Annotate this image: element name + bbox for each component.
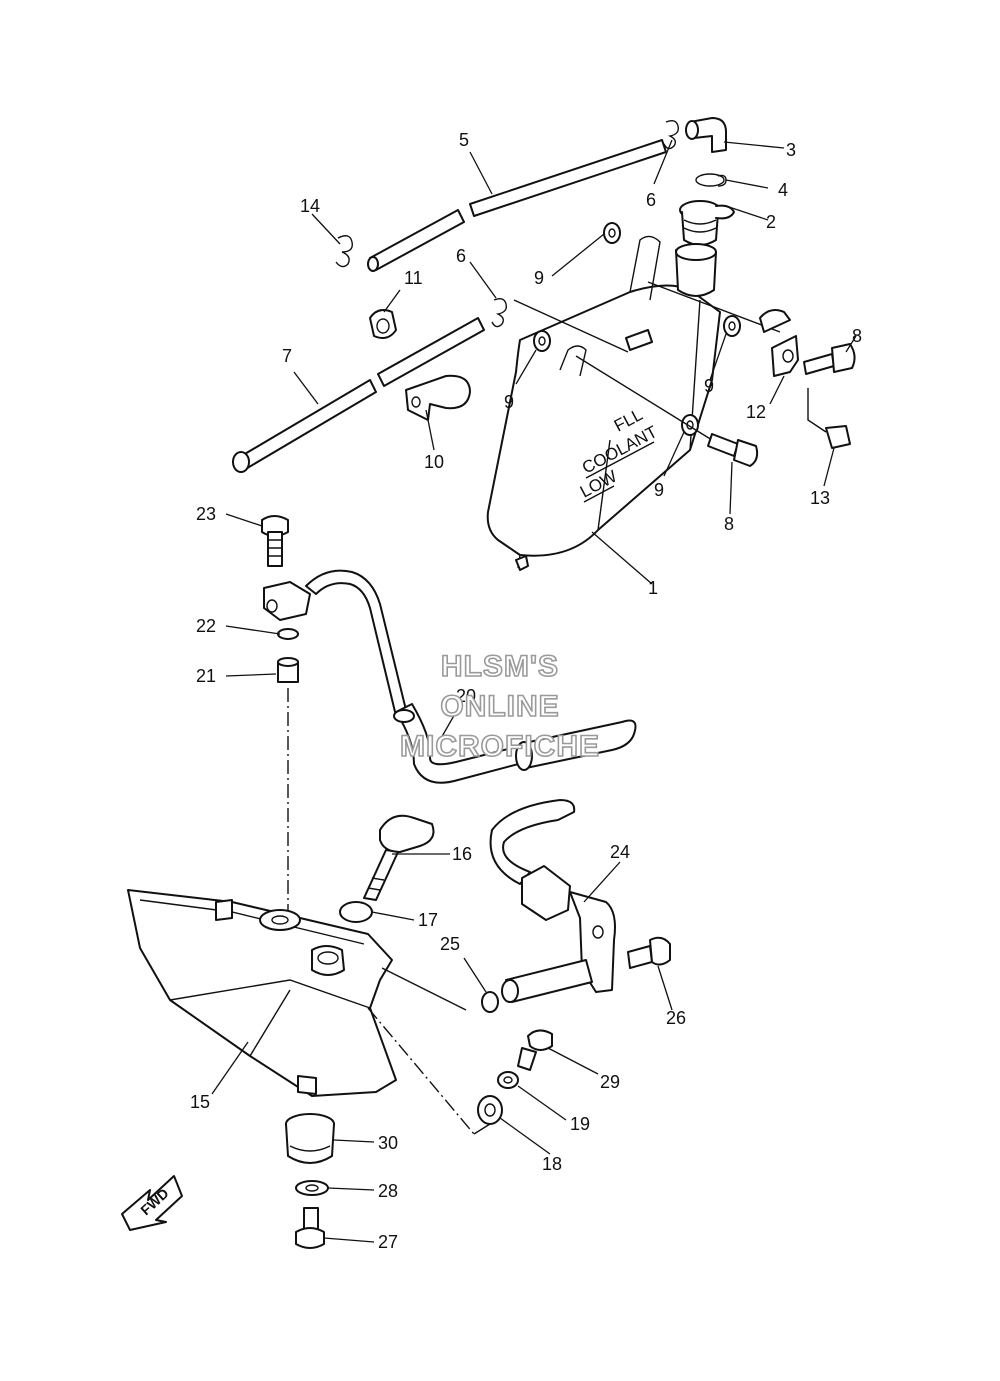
part-1-reservoir: FLL COOLANT LOW (486, 235, 721, 571)
guide-line-18 (473, 1123, 491, 1135)
part-12-bracket (759, 309, 799, 377)
callout-14: 14 (300, 196, 320, 216)
part-29-bolt (517, 1029, 553, 1071)
callout-24: 24 (610, 842, 630, 862)
watermark: HLSM'S ONLINE MICROFICHE (399, 649, 600, 764)
callout-22: 22 (196, 616, 216, 636)
part-10-holder (405, 374, 471, 421)
callout-8-right: 8 (852, 326, 862, 346)
callout-2: 2 (766, 212, 776, 232)
part-26-bolt (627, 936, 671, 969)
part-27-bolt (295, 1207, 325, 1249)
guide-line-25 (381, 967, 467, 1011)
part-5-hose (367, 139, 667, 272)
callout-4: 4 (778, 180, 788, 200)
callout-21: 21 (196, 666, 216, 686)
callout-18: 18 (542, 1154, 562, 1174)
pipe-end-block (263, 581, 311, 621)
watermark-line-3: MICROFICHE (400, 730, 600, 763)
callout-3: 3 (786, 140, 796, 160)
watermark-line-1: HLSM'S (441, 650, 559, 683)
guide-line-1 (647, 281, 781, 333)
part-24-pipe (489, 799, 616, 1003)
part-3-elbow (685, 117, 727, 153)
part-9-washer-a (603, 222, 621, 244)
centerline-18 (367, 1007, 475, 1135)
callout-25: 25 (440, 934, 460, 954)
part-6-clamp-lower (491, 297, 508, 328)
callout-29: 29 (600, 1072, 620, 1092)
part-11-clamp (369, 309, 397, 339)
part-19-collar (497, 1071, 519, 1089)
callout-28: 28 (378, 1181, 398, 1201)
callout-9-b: 9 (504, 392, 514, 412)
tank-hose-fitting (625, 329, 653, 351)
part-4-clamp (695, 173, 727, 187)
callout-7: 7 (282, 346, 292, 366)
watermark-line-2: ONLINE (440, 690, 559, 723)
callout-12: 12 (746, 402, 766, 422)
callout-16: 16 (452, 844, 472, 864)
guide-line-2 (575, 355, 713, 441)
callout-11: 11 (404, 268, 423, 288)
callout-labels: 1 2 3 4 5 6 6 7 8 8 9 9 9 9 10 11 12 13 … (190, 130, 862, 1252)
part-8-bolt-right (803, 343, 856, 375)
callout-6-lower: 6 (456, 246, 466, 266)
part-28-washer (295, 1180, 329, 1196)
part-13-clip (807, 388, 851, 449)
callout-9-c: 9 (704, 376, 714, 396)
callout-13: 13 (810, 488, 830, 508)
part-23-bolt (261, 515, 289, 567)
callout-1: 1 (648, 578, 658, 598)
callout-20: 20 (456, 686, 476, 706)
part-8-bolt-lower (707, 433, 759, 467)
part-20-pipe (305, 569, 637, 784)
part-6-clamp-upper (663, 119, 680, 150)
part-30-grommet (285, 1113, 335, 1164)
guide-line-3 (513, 299, 629, 353)
part-22-oring (277, 628, 299, 640)
part-9-washer-b (533, 330, 551, 352)
part-14-clamp (335, 235, 353, 268)
callout-6-upper: 6 (646, 190, 656, 210)
callout-17: 17 (418, 910, 438, 930)
part-15-oil-tank (127, 889, 397, 1097)
part-7-hose (232, 317, 485, 473)
part-2-cap (679, 200, 735, 246)
callout-10: 10 (424, 452, 444, 472)
callout-9-a: 9 (534, 268, 544, 288)
callout-26: 26 (666, 1008, 686, 1028)
part-18-damper (477, 1095, 503, 1125)
callout-27: 27 (378, 1232, 398, 1252)
callout-5: 5 (459, 130, 469, 150)
part-9-washer-d (681, 414, 699, 436)
leader-lines (211, 139, 857, 1243)
part-16-dipstick (363, 814, 435, 901)
callout-30: 30 (378, 1133, 398, 1153)
part-25-oring (481, 991, 499, 1013)
callout-15: 15 (190, 1092, 210, 1112)
part-17-oring (339, 901, 373, 923)
fwd-arrow-icon: FWD (121, 1175, 183, 1231)
callout-23: 23 (196, 504, 216, 524)
callout-8-lower: 8 (724, 514, 734, 534)
callout-19: 19 (570, 1114, 590, 1134)
part-21-collar (277, 657, 299, 683)
callout-9-d: 9 (654, 480, 664, 500)
part-9-washer-c (723, 315, 741, 337)
